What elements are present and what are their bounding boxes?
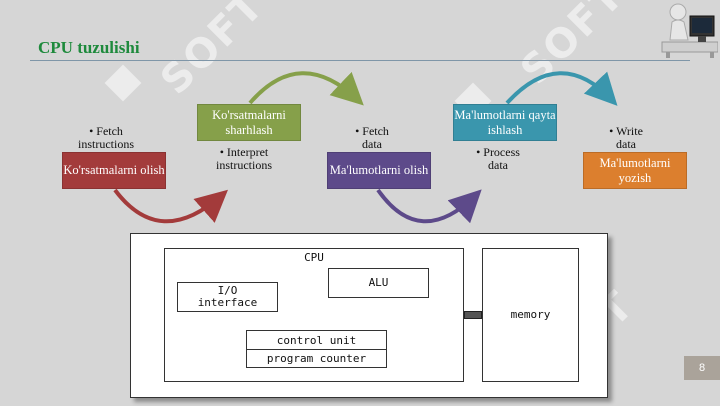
step-process-data: Ma'lumotlarni qayta ishlash xyxy=(453,104,557,141)
curved-arrow-icon xyxy=(376,188,482,224)
bullet-interpret-instructions: • Interpret instructions xyxy=(216,145,272,172)
alu-block: ALU xyxy=(328,268,429,298)
bullet-fetch-data: • Fetch data xyxy=(355,124,389,151)
program-counter-label: program counter xyxy=(266,352,367,365)
curved-arrow-icon xyxy=(505,71,618,106)
bullet-process-data: • Process data xyxy=(476,145,520,172)
page-number: 8 xyxy=(684,356,720,380)
cpu-block: CPU xyxy=(164,248,464,382)
step-write-data: Ma'lumotlarni yozish xyxy=(583,152,687,189)
cpu-diagram: CPU ALU I/O interface control unit progr… xyxy=(130,233,608,398)
bus-connector xyxy=(464,311,482,319)
curved-arrow-icon xyxy=(248,71,364,106)
bullet-write-data: • Write data xyxy=(609,124,643,151)
curved-arrow-icon xyxy=(113,188,228,224)
title-divider xyxy=(30,60,690,61)
io-interface-block: I/O interface xyxy=(177,282,278,312)
bullet-fetch-instructions: • Fetch instructions xyxy=(78,124,134,151)
step-fetch-data: Ma'lumotlarni olish xyxy=(327,152,431,189)
cpu-label: CPU xyxy=(304,251,324,264)
control-unit-label: control unit xyxy=(247,331,386,350)
step-interpret-instructions: Ko'rsatmalarni sharhlash xyxy=(197,104,301,141)
memory-block: memory xyxy=(482,248,579,382)
slide-title: CPU tuzulishi xyxy=(38,38,140,57)
step-fetch-instructions: Ko'rsatmalarni olish xyxy=(62,152,166,189)
control-unit-block: control unit program counter xyxy=(246,330,387,368)
person-at-computer-icon xyxy=(661,3,718,58)
